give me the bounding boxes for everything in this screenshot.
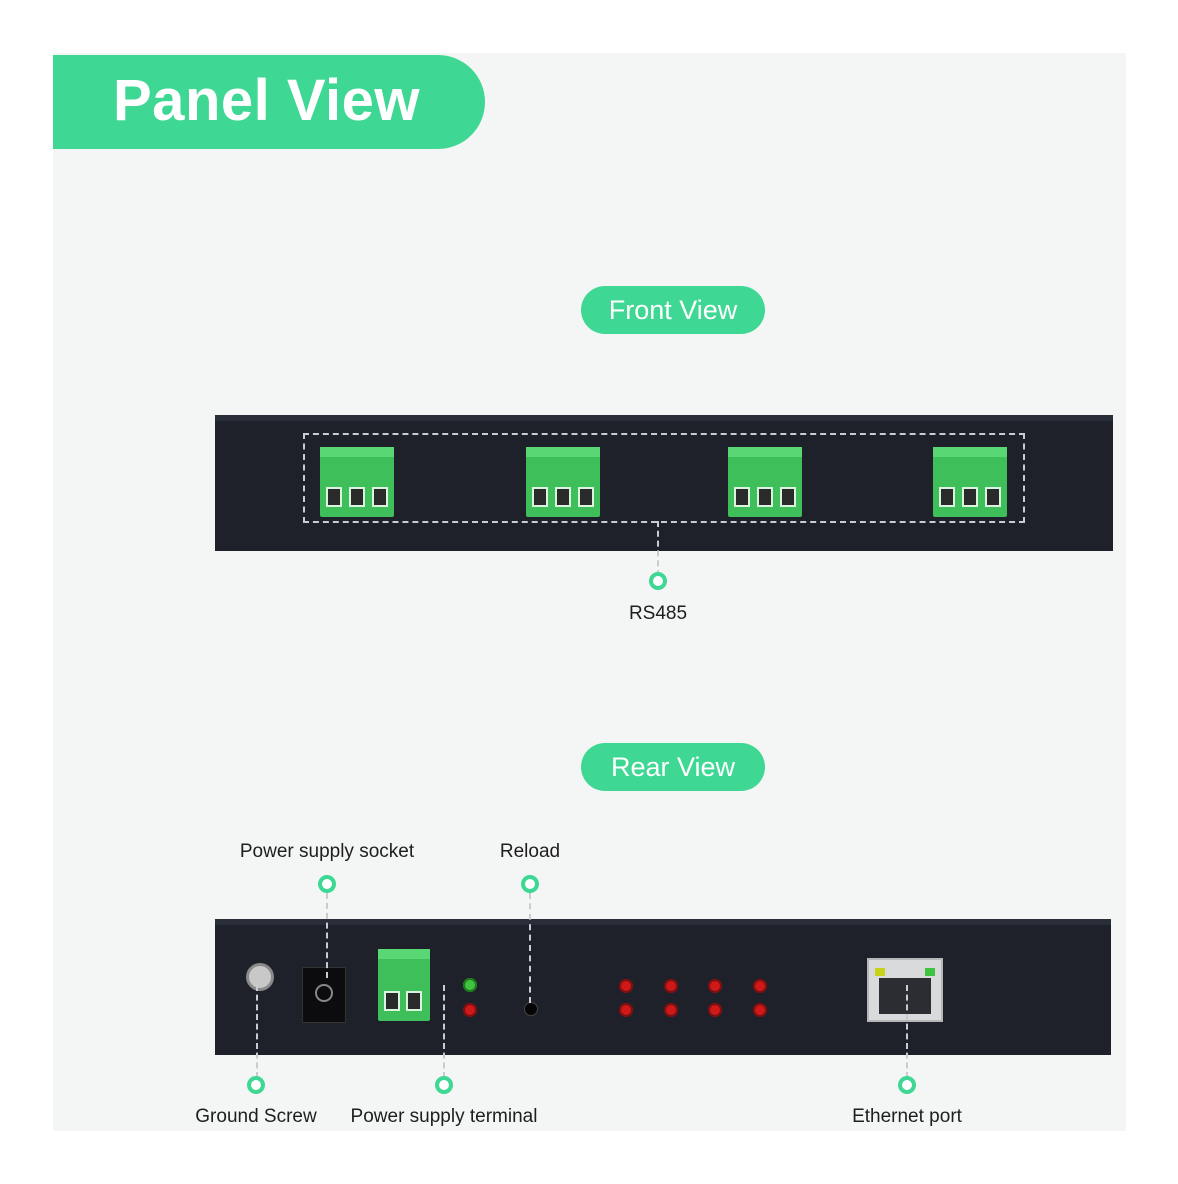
ground-screw-label: Ground Screw bbox=[195, 1106, 317, 1127]
title-banner: Panel View bbox=[53, 55, 485, 149]
power-socket-icon bbox=[302, 967, 346, 1023]
page-title: Panel View bbox=[113, 68, 420, 133]
ethernet-marker bbox=[898, 1076, 916, 1094]
reload-label: Reload bbox=[499, 841, 561, 862]
rs485-marker bbox=[649, 572, 667, 590]
ground-screw-icon bbox=[246, 963, 274, 991]
rs485-terminal-2 bbox=[526, 447, 600, 517]
rs485-terminal-1 bbox=[320, 447, 394, 517]
rs485-label: RS485 bbox=[628, 603, 688, 624]
power-socket-leader-line bbox=[326, 893, 328, 978]
power-terminal-label: Power supply terminal bbox=[350, 1106, 538, 1127]
power-terminal-marker bbox=[435, 1076, 453, 1094]
port-led bbox=[753, 1003, 767, 1017]
ethernet-label: Ethernet port bbox=[852, 1106, 962, 1127]
power-terminal-block bbox=[378, 949, 430, 1021]
front-device bbox=[215, 415, 1113, 551]
rs485-terminal-4 bbox=[933, 447, 1007, 517]
port-led bbox=[753, 979, 767, 993]
status-led-red bbox=[463, 1003, 477, 1017]
ground-screw-leader-line bbox=[256, 985, 258, 1078]
ground-screw-marker bbox=[247, 1076, 265, 1094]
ethernet-leader-line bbox=[906, 985, 908, 1078]
rear-device bbox=[215, 919, 1111, 1055]
port-led bbox=[708, 979, 722, 993]
port-led bbox=[664, 1003, 678, 1017]
rs485-leader-line bbox=[657, 521, 659, 576]
port-led bbox=[619, 979, 633, 993]
reload-marker bbox=[521, 875, 539, 893]
front-view-badge: Front View bbox=[581, 286, 765, 334]
power-terminal-leader-line bbox=[443, 985, 445, 1078]
ethernet-port-icon bbox=[867, 958, 943, 1022]
port-led bbox=[664, 979, 678, 993]
power-socket-marker bbox=[318, 875, 336, 893]
port-led bbox=[708, 1003, 722, 1017]
reload-button[interactable] bbox=[524, 1002, 538, 1016]
reload-leader-line bbox=[529, 893, 531, 1003]
port-led bbox=[619, 1003, 633, 1017]
rs485-highlight-box bbox=[303, 433, 1025, 523]
power-socket-label: Power supply socket bbox=[239, 841, 415, 862]
power-led-green bbox=[463, 978, 477, 992]
rs485-terminal-3 bbox=[728, 447, 802, 517]
rear-view-badge: Rear View bbox=[581, 743, 765, 791]
